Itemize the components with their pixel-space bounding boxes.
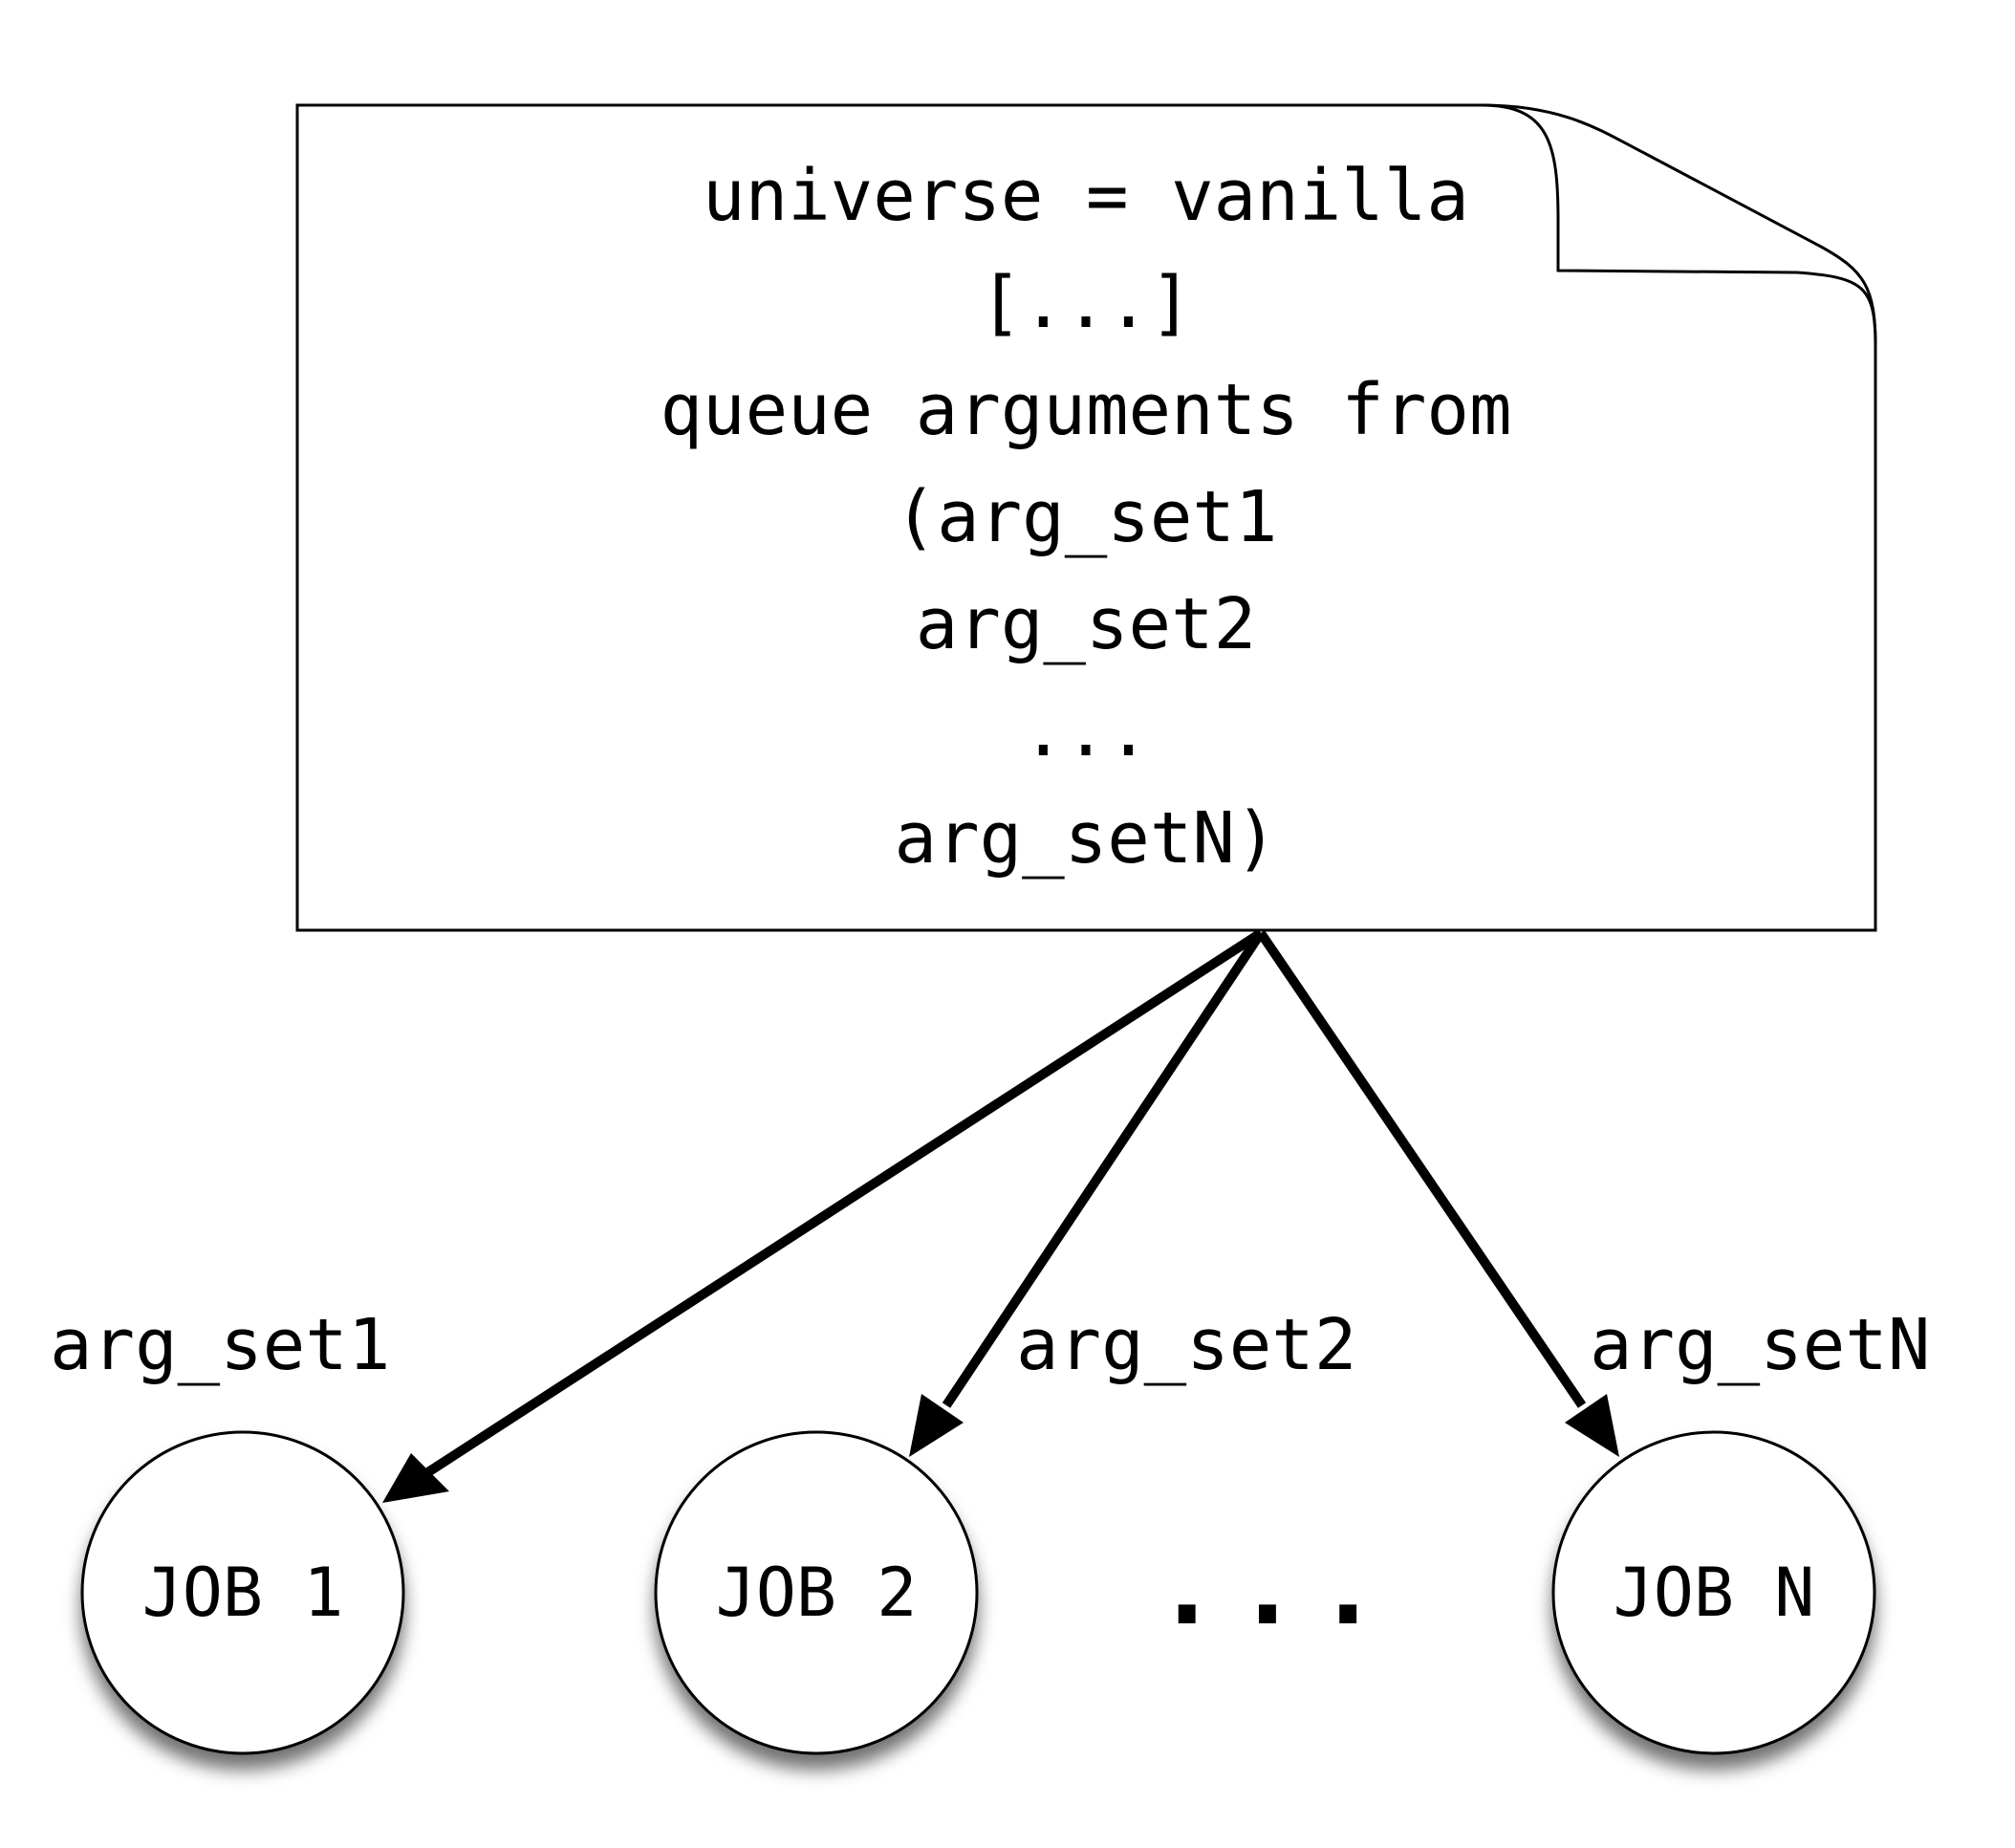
submit-file-line: (arg_set1 — [895, 476, 1278, 558]
job-node-2: JOB 2 — [654, 1430, 979, 1755]
edge-label-arg-set1: arg_set1 — [50, 1304, 390, 1386]
job-label-1: JOB 1 — [142, 1554, 344, 1632]
submit-file: universe = vanilla [...] queue arguments f… — [295, 103, 1877, 932]
job-label-2: JOB 2 — [716, 1554, 918, 1632]
submit-file-line: ... — [1022, 690, 1150, 772]
job-label-n: JOB N — [1614, 1554, 1815, 1632]
submit-file-line: arg_set2 — [916, 583, 1256, 665]
submit-file-line: universe = vanilla — [703, 155, 1469, 237]
job-node-n: JOB N — [1551, 1430, 1876, 1755]
arrow-to-job-1 — [382, 928, 1264, 1503]
jobs-ellipsis: ... — [1156, 1526, 1398, 1648]
submit-file-line: [...] — [980, 262, 1193, 344]
edge-label-arg-setn: arg_setN — [1590, 1304, 1930, 1386]
submit-file-fold — [1481, 103, 1877, 347]
arrow-to-job-2 — [909, 930, 1266, 1457]
arrow-to-job-n — [1256, 930, 1619, 1457]
submit-file-line: arg_setN) — [895, 797, 1278, 880]
edge-label-arg-set2: arg_set2 — [1016, 1304, 1356, 1386]
job-node-1: JOB 1 — [80, 1430, 405, 1755]
arrows — [382, 928, 1619, 1503]
submit-file-line: queue arguments from — [660, 369, 1511, 451]
